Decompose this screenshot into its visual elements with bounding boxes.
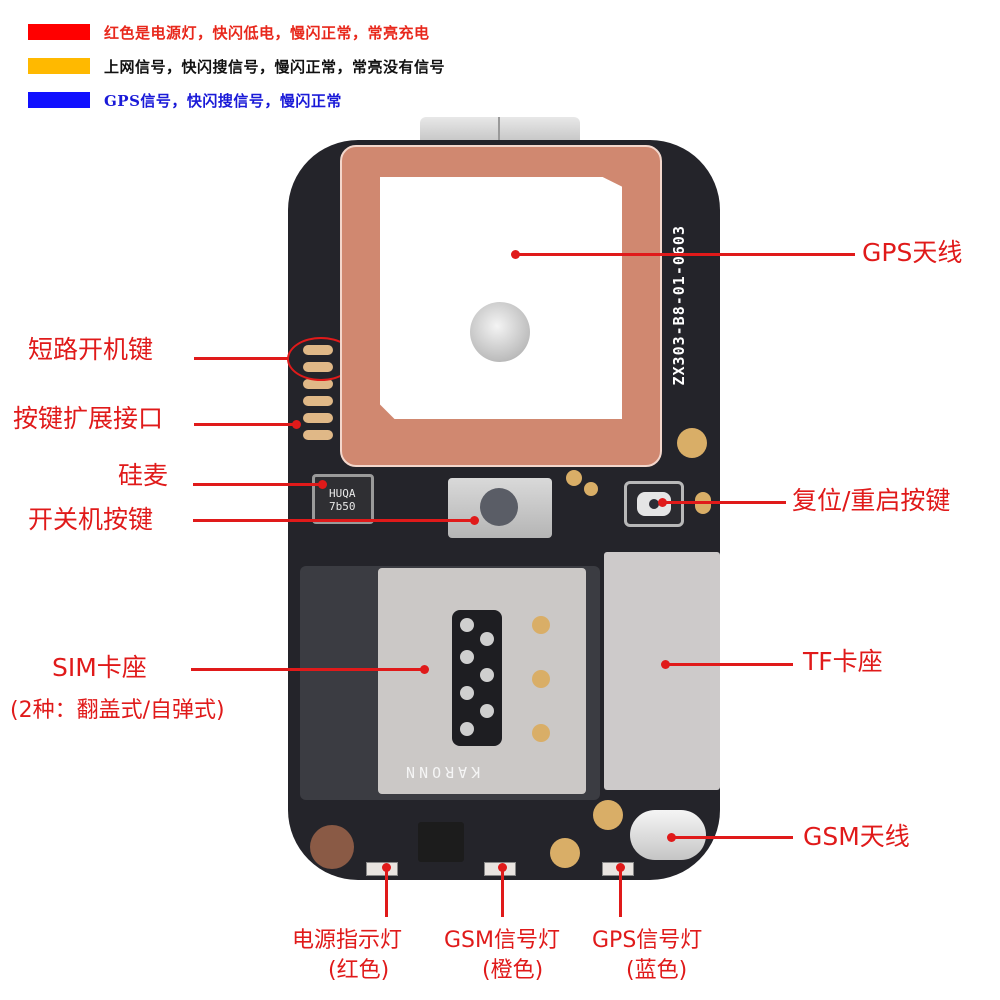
gsm-antenna-leader	[671, 836, 793, 839]
legend-row-red: 红色是电源灯，快闪低电，慢闪正常，常亮充电	[28, 22, 430, 42]
legend-row-blue: GPS信号，快闪搜信号，慢闪正常	[28, 90, 342, 110]
sim-pin	[480, 704, 494, 718]
legend-text-blue: GPS信号，快闪搜信号，慢闪正常	[104, 91, 342, 110]
reset-button-label: 复位/重启按键	[792, 486, 951, 515]
pad	[303, 430, 333, 440]
gps-antenna-label: GPS天线	[862, 238, 963, 267]
sim-gold-contact	[532, 616, 550, 634]
pad	[303, 413, 333, 423]
sim-gold-contact	[532, 724, 550, 742]
short-power-key-label: 短路开机键	[28, 335, 154, 364]
power-button-dot	[470, 516, 479, 525]
gold-test-pad	[677, 428, 707, 458]
sim-pin	[460, 650, 474, 664]
legend-text-red: 红色是电源灯，快闪低电，慢闪正常，常亮充电	[104, 23, 430, 42]
sim-pin	[480, 632, 494, 646]
gps-led-label: GPS信号灯	[592, 928, 703, 953]
gps-led-leader	[619, 867, 622, 917]
tf-slot-leader	[665, 663, 793, 666]
sim-slot-dot	[420, 665, 429, 674]
sim-slot-note: (2种：翻盖式/自弹式)	[10, 698, 225, 723]
power-led-label: 电源指示灯	[292, 928, 403, 953]
switch-knob	[480, 488, 518, 526]
sim-slot-leader	[191, 668, 425, 671]
sim-gold-contact	[532, 670, 550, 688]
power-button-label: 开关机按键	[28, 505, 154, 534]
silicon-mic-leader	[193, 483, 321, 486]
orange-swatch	[28, 58, 90, 74]
power-led-color-label: (红色)	[328, 958, 390, 983]
gps-antenna-patch	[340, 145, 662, 467]
reset-button-hole	[649, 499, 659, 509]
gsm-led-label: GSM信号灯	[444, 928, 560, 953]
sim-slot-label: SIM卡座	[52, 653, 147, 682]
tf-slot-label: TF卡座	[803, 647, 883, 676]
gps-led-color-label: (蓝色)	[626, 958, 688, 983]
gold-test-pad	[593, 800, 623, 830]
gsm-antenna-label: GSM天线	[803, 822, 910, 851]
short-power-key-leader	[194, 357, 288, 360]
gold-test-pad	[550, 838, 580, 868]
tf-card-slot	[604, 552, 720, 790]
mic-marking: HUQA	[329, 487, 356, 500]
silicon-mic-dot	[318, 480, 327, 489]
power-button-leader	[193, 519, 473, 522]
gold-test-pad	[584, 482, 598, 496]
pcb-silkscreen-text: ZX303-B8-01-0603	[670, 225, 688, 386]
power-switch-component	[448, 478, 552, 538]
mic-marking: 7b50	[329, 500, 356, 513]
blue-swatch	[28, 92, 90, 108]
legend-row-orange: 上网信号，快闪搜信号，慢闪正常，常亮没有信号	[28, 56, 445, 76]
gps-antenna-leader	[515, 253, 855, 256]
sim-contact-window	[452, 610, 502, 746]
power-led-leader	[385, 867, 388, 917]
red-swatch	[28, 24, 90, 40]
sim-pin	[460, 686, 474, 700]
bottom-round-pad	[310, 825, 354, 869]
legend-text-orange: 上网信号，快闪搜信号，慢闪正常，常亮没有信号	[104, 57, 446, 76]
sim-pin	[460, 618, 474, 632]
gold-test-pad	[566, 470, 582, 486]
reset-button-component	[624, 481, 684, 527]
antenna-feed-point	[470, 302, 530, 362]
sim-pin	[480, 668, 494, 682]
sim-brand-text: KARONN	[402, 763, 481, 781]
key-expansion-port-label: 按键扩展接口	[13, 404, 164, 433]
key-expansion-port-leader	[194, 423, 296, 426]
reset-button-leader	[662, 501, 786, 504]
gsm-led-color-label: (橙色)	[482, 958, 544, 983]
ic-chip	[418, 822, 464, 862]
silicon-mic-label: 硅麦	[118, 461, 169, 490]
antenna-silver-plate	[380, 177, 622, 419]
sim-pin	[460, 722, 474, 736]
key-expansion-port-dot	[292, 420, 301, 429]
gsm-led-leader	[501, 867, 504, 917]
pad	[303, 379, 333, 389]
pad	[303, 396, 333, 406]
